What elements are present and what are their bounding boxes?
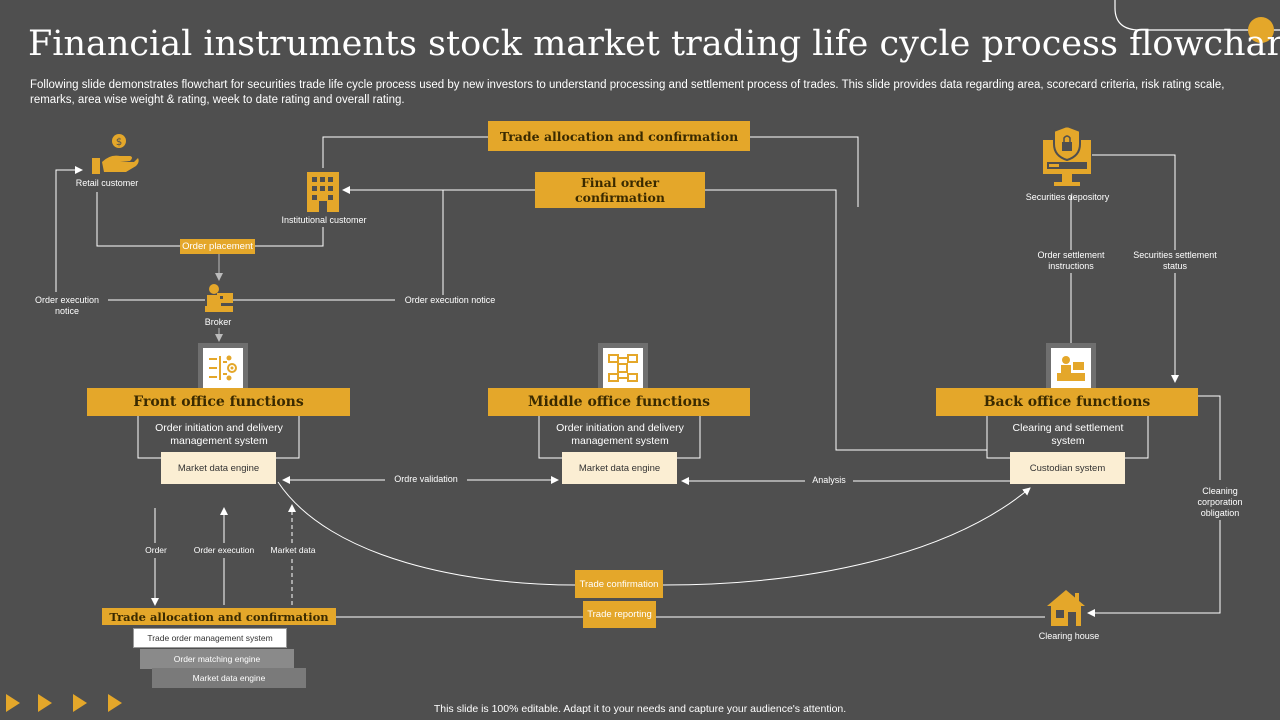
order-execution-notice-left-label: Order execution notice	[26, 295, 108, 317]
decorative-arrows	[6, 694, 122, 712]
footer-note: This slide is 100% editable. Adapt it to…	[433, 703, 847, 715]
front-office-icon-box	[198, 343, 248, 393]
clearing-house-label: Clearing house	[1038, 631, 1100, 641]
trade-confirmation-box: Trade confirmation	[575, 570, 663, 598]
order-execution-notice-mid-label: Order execution notice	[395, 295, 505, 306]
analysis-label: Analysis	[805, 475, 853, 486]
securities-depository-label: Securities depository	[1025, 192, 1110, 202]
process-flow-icon	[608, 354, 638, 382]
workflow-gear-icon	[209, 355, 237, 381]
trade-order-management-box: Trade order management system	[133, 628, 287, 648]
back-office-icon-box	[1046, 343, 1096, 393]
page-title: Financial instruments stock market tradi…	[28, 24, 1280, 64]
market-data-label: Market data	[270, 545, 316, 555]
page-subtitle: Following slide demonstrates flowchart f…	[30, 79, 1225, 106]
market-data-engine-bottom-box: Market data engine	[152, 668, 306, 688]
middle-office-icon-box	[598, 343, 648, 393]
order-validation-label: Ordre validation	[385, 474, 467, 485]
custodian-system-box: Custodian system	[1010, 452, 1125, 484]
desk-worker-icon	[1057, 356, 1085, 381]
order-execution-label: Order execution	[193, 545, 255, 555]
order-matching-engine-box: Order matching engine	[140, 649, 294, 669]
trade-allocation-top-box: Trade allocation and confirmation	[488, 121, 750, 151]
cleaning-corporation-label: Cleaning corporation obligation	[1184, 486, 1256, 519]
play-arrow-icon	[73, 694, 87, 712]
middle-office-header: Middle office functions	[488, 388, 750, 416]
final-order-confirmation-box: Final order confirmation	[535, 172, 705, 208]
front-market-data-engine: Market data engine	[161, 452, 276, 484]
play-arrow-icon	[6, 694, 20, 712]
secure-computer-icon	[1043, 124, 1091, 186]
front-office-header: Front office functions	[87, 388, 350, 416]
order-label: Order	[145, 545, 167, 555]
middle-office-desc: Order initiation and delivery management…	[556, 422, 684, 447]
trade-allocation-bottom-header: Trade allocation and confirmation	[102, 608, 336, 625]
trade-reporting-box: Trade reporting	[583, 601, 656, 628]
building-icon	[307, 172, 339, 212]
broker-icon	[205, 284, 233, 312]
hand-money-icon: $	[92, 134, 139, 174]
institutional-customer-label: Institutional customer	[281, 215, 367, 225]
house-icon	[1047, 590, 1085, 626]
back-office-desc: Clearing and settlement system	[1012, 422, 1124, 447]
broker-label: Broker	[204, 317, 232, 327]
play-arrow-icon	[108, 694, 122, 712]
middle-market-data-engine: Market data engine	[562, 452, 677, 484]
retail-customer-label: Retail customer	[75, 178, 139, 188]
securities-settlement-status-label: Securities settlement status	[1132, 250, 1218, 272]
play-arrow-icon	[38, 694, 52, 712]
order-settlement-label: Order settlement instructions	[1028, 250, 1114, 272]
front-office-desc: Order initiation and delivery management…	[155, 422, 283, 447]
order-placement-box: Order placement	[180, 239, 255, 254]
svg-text:$: $	[116, 137, 122, 148]
back-office-header: Back office functions	[936, 388, 1198, 416]
